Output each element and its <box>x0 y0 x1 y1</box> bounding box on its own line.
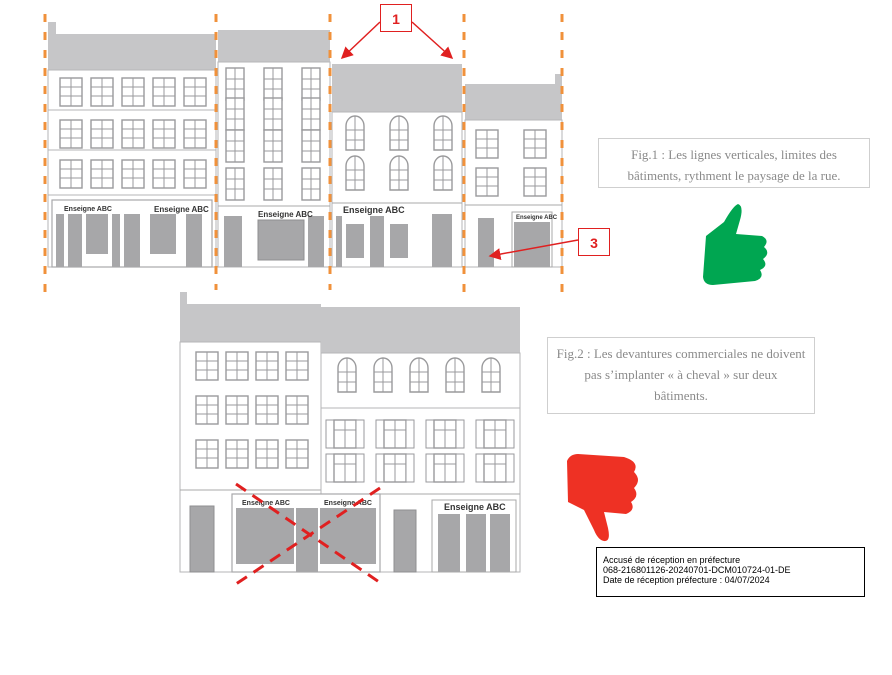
thumbs-up-icon <box>703 204 768 285</box>
arrow-1-right <box>411 21 454 60</box>
thumbs-down-icon <box>567 454 638 542</box>
building-c: Enseigne ABC <box>331 64 463 268</box>
reception-stamp: Accusé de réception en préfecture 068-21… <box>596 547 865 597</box>
fig1-caption: Fig.1 : Les lignes verticales, limites d… <box>598 138 870 188</box>
callout-1: 1 <box>380 4 412 32</box>
sign-f: Enseigne ABC <box>444 502 506 512</box>
sign-c: Enseigne ABC <box>343 205 405 215</box>
building-b: Enseigne ABC <box>217 30 331 268</box>
sign-a1: Enseigne ABC <box>64 206 112 213</box>
cross-icon <box>235 482 383 586</box>
fig2-street: Enseigne ABC Enseigne ABC Enseigne ABC <box>179 292 521 586</box>
fig2-caption: Fig.2 : Les devantures commerciales ne d… <box>547 337 815 414</box>
stamp-line-1: Accusé de réception en préfecture <box>603 555 741 565</box>
sign-e1: Enseigne ABC <box>242 500 290 507</box>
sign-d: Enseigne ABC <box>516 215 558 221</box>
sign-a2: Enseigne ABC <box>154 205 209 214</box>
stamp-line-3: Date de réception préfecture : 04/07/202… <box>603 575 770 585</box>
sign-b: Enseigne ABC <box>258 210 313 219</box>
building-limit-lines <box>43 14 564 298</box>
stamp-line-2: 068-216801126-20240701-DCM010724-01-DE <box>603 565 791 575</box>
fig1-street: Enseigne ABC Enseigne ABC Enseigne ABC <box>43 14 579 298</box>
arrow-1-left <box>340 21 381 60</box>
callout-3: 3 <box>578 228 610 256</box>
building-d: Enseigne ABC <box>464 74 563 268</box>
building-a: Enseigne ABC Enseigne ABC <box>47 22 217 268</box>
sign-e2: Enseigne ABC <box>324 500 372 507</box>
arrow-3 <box>488 239 579 261</box>
